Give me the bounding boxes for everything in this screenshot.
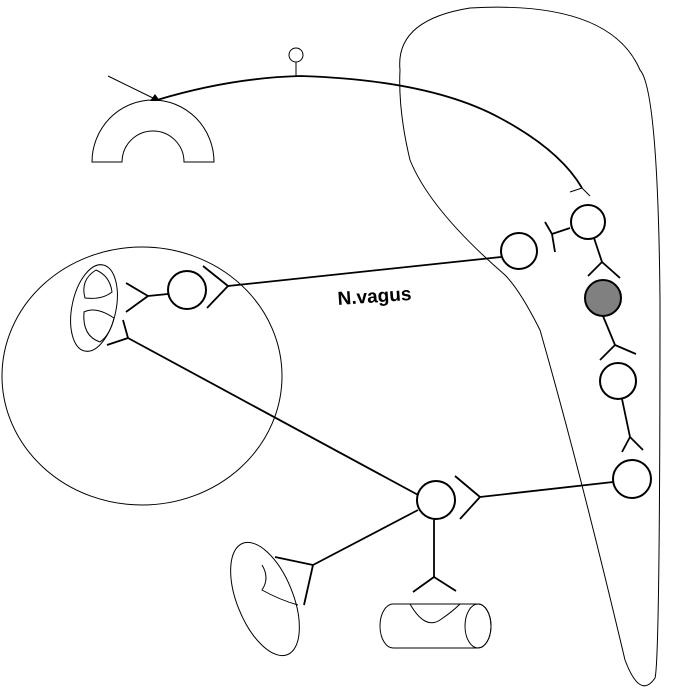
neuron-motor-lower [612,459,652,499]
vagus-fiber-heart [227,256,502,287]
nts-fork-b [551,233,556,253]
vagus-fiber-abdomen [479,481,614,498]
heart-chamber-lower [83,309,115,343]
afferent-synapse-fork-b [581,187,591,197]
neuron-nucleus-ambiguus [599,362,637,400]
receptor-arch [91,99,215,163]
heart-chamber-upper [83,269,113,299]
neuron-dorsal-motor [500,232,538,270]
intestine-fold [409,603,461,624]
heart-synapse-fork-a [202,265,229,287]
receptor-arrow-shaft [107,75,156,100]
heart-synapse-fork-b [206,285,229,309]
intestine-body [379,603,492,649]
chain-link-2 [602,315,616,346]
chain-fork-1b [601,261,621,279]
neuron-interneuron-filled [584,279,622,317]
chain-fork-1a [587,261,603,277]
lower-fiber-synapse-a [106,337,129,346]
stomach-fork-b [303,564,314,606]
heart-ending-fork-b [125,295,149,313]
organ-circle [1,246,283,506]
chain-fork-2a [599,344,616,361]
heart-ending-fork-a [125,282,149,297]
stomach-fork-a [274,556,314,566]
nts-fork-a [544,221,553,235]
chain-link-3 [621,398,631,438]
abdomen-synapse-fork-b [459,496,481,520]
fiber-to-abdominal-ganglion [127,337,421,497]
chain-fork-3a [621,436,631,453]
branch-to-stomach [312,509,419,566]
intestine-end [464,603,492,649]
stomach-outline [230,541,300,657]
stomach-inner [261,564,299,606]
chain-link-1 [593,237,603,263]
intestine-fork-b [433,576,457,592]
brainstem-outline [399,6,661,687]
neuron-nts [570,204,606,240]
abdomen-synapse-fork-a [454,475,481,498]
heart-postganglionic [147,293,169,297]
lower-fiber-synapse-b [122,319,129,339]
chain-fork-3b [629,436,644,451]
heart-outline [70,264,118,352]
intestine-fork-a [412,576,435,593]
sensory-ganglion [288,47,304,63]
heart-ganglion-neuron [167,270,207,310]
nts-link [551,227,571,235]
chain-fork-2b [614,344,637,355]
afferent-synapse-fork-a [569,187,583,193]
abdominal-ganglion-neuron [416,480,456,520]
afferent-fiber [156,75,583,189]
vagus-nerve-label: N.vagus [337,284,412,310]
